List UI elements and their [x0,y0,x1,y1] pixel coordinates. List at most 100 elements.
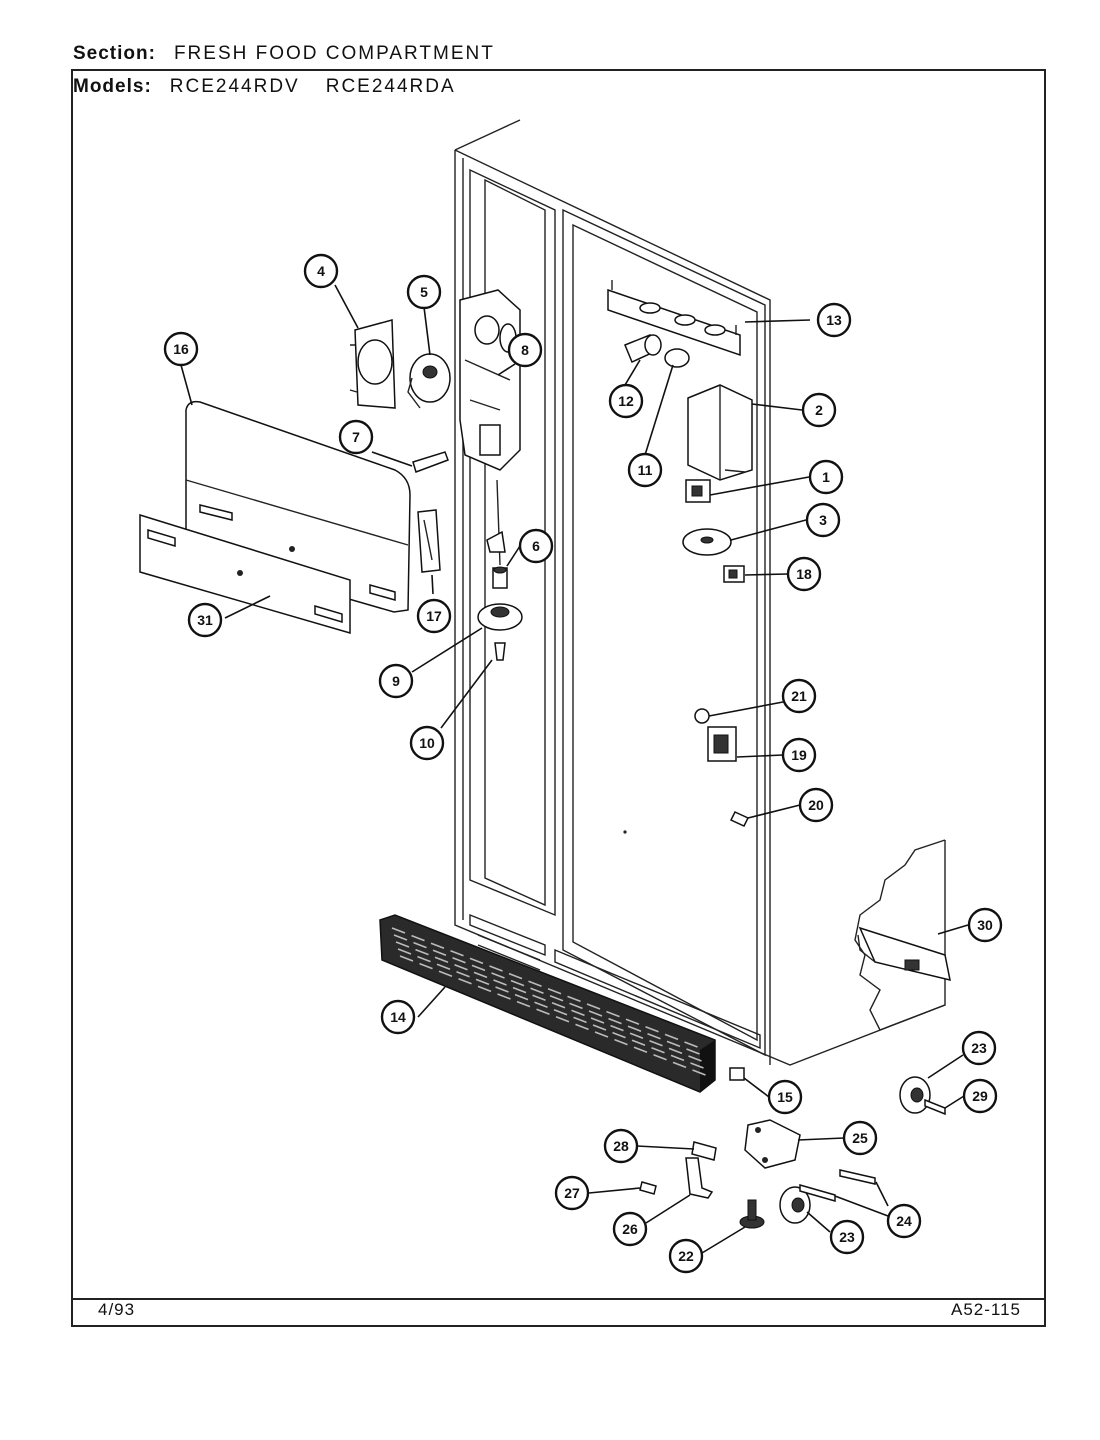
part-4-damper-housing [349,319,396,409]
callout-3: 3 [805,502,841,538]
grille-slot [614,1038,628,1046]
damper-rod [486,479,506,566]
grille-slot [497,993,511,1000]
grille-slot [670,1054,685,1062]
part-26-leveling-bracket [685,1157,714,1199]
grille-slot [668,1047,683,1055]
section-header: Section:FRESH FOOD COMPARTMENT [73,43,495,65]
grille-slot [438,970,453,977]
part-25-roller-bracket [744,1119,801,1169]
footer-date: 4/93 [98,1300,136,1319]
part-9-control-knob [477,603,523,631]
svg-text:6: 6 [532,538,540,554]
grille-slot [419,962,433,970]
callout-13: 13 [816,302,852,338]
diagram-frame [71,69,1046,1327]
part-23-roller-front [779,1186,811,1224]
part-20-screw [729,811,750,827]
grille-slot [495,986,509,993]
part-23-roller-rear [899,1076,931,1114]
callout-10: 10 [409,725,445,761]
svg-text:30: 30 [977,917,993,933]
part-12-light-socket [624,334,662,364]
callout-28: 28 [603,1128,639,1164]
part-19-door-switch [707,726,737,762]
grille-slot [413,941,427,949]
grille-slot [633,1046,648,1053]
svg-text:12: 12 [618,393,634,409]
grille-slot [553,1009,568,1016]
svg-text:13: 13 [826,312,842,328]
part-7-bracket [412,451,449,473]
svg-text:23: 23 [971,1040,987,1056]
part-2-control-cover [687,384,753,481]
grille-slot [612,1031,626,1039]
model-1: RCE244RDV [169,76,300,97]
part-15-clip [729,1067,745,1081]
grille-slot [493,979,507,986]
grille-slot [688,1055,702,1062]
part-6-bushing [492,566,508,589]
grille-slot [456,971,470,978]
callout-15: 15 [767,1079,803,1115]
cabinet-outline [454,119,946,1066]
leader-lines [180,284,969,1254]
callout-9: 9 [378,663,414,699]
grille-slot [471,964,486,972]
part-13-light-bracket [607,280,741,357]
callout-14: 14 [380,999,416,1035]
svg-text:29: 29 [972,1088,988,1104]
callout-11: 11 [627,452,663,488]
grille-slot [590,1017,605,1024]
callout-18: 18 [786,556,822,592]
footer-code: A52-115 [951,1300,1022,1319]
grille-slot [573,1016,587,1024]
grille-slot [629,1032,644,1039]
grille-slot [536,1008,550,1015]
part-28-bracket [691,1141,717,1161]
grille-slot [415,948,429,956]
callout-23-rear: 23 [961,1030,997,1066]
callout-1: 1 [808,459,844,495]
grille-slot [653,1054,667,1061]
grille-slot [594,1031,609,1038]
grille-slot [588,1010,603,1017]
callout-8: 8 [507,332,543,368]
grille-slot [625,1018,640,1025]
svg-text:4: 4 [317,263,325,279]
grille-slot [473,971,488,979]
footer-divider [71,1298,1046,1300]
svg-text:27: 27 [564,1185,580,1201]
grille-slot [477,985,492,993]
grille-slot [608,1017,622,1025]
grille-slot [627,1025,642,1032]
grille-slot [475,978,490,986]
callout-4: 4 [303,253,339,289]
svg-text:3: 3 [819,512,827,528]
grille-slot [664,1033,679,1041]
svg-text:26: 26 [622,1221,638,1237]
svg-text:24: 24 [896,1213,912,1229]
callout-24: 24 [886,1203,922,1239]
svg-text:10: 10 [419,735,435,751]
grille-slot [692,1069,706,1076]
grille-slot [606,1010,620,1018]
part-17-hinge-cover [417,509,441,573]
grille-slot [411,934,425,942]
grille-slot [586,1003,601,1010]
part-27-screw [639,1181,657,1195]
model-2: RCE244RDA [325,76,456,97]
part-30-roller-bracket [857,926,951,982]
svg-text:22: 22 [678,1248,694,1264]
part-3-control-knob [682,528,732,556]
svg-text:31: 31 [197,612,213,628]
grille-slot [551,1002,566,1009]
part-29-pin [924,1098,946,1116]
grille-slot [651,1047,665,1054]
grille-slot [532,994,546,1001]
grille-slot [649,1040,663,1047]
svg-text:28: 28 [613,1138,629,1154]
grille-slot [592,1024,607,1031]
svg-text:1: 1 [822,469,830,485]
